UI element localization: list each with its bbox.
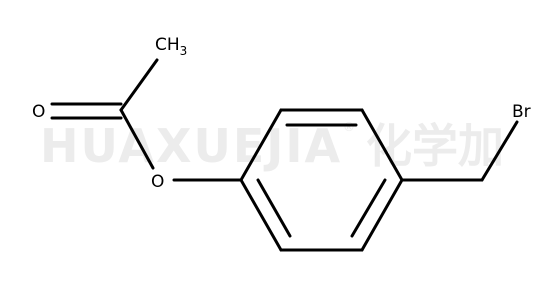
atom-labels: CH3 O O Br bbox=[32, 35, 531, 192]
atom-label-methyl: CH3 bbox=[155, 35, 187, 58]
ring-inner-bond-lower-right bbox=[350, 178, 387, 238]
atom-label-bromine: Br bbox=[512, 102, 531, 122]
watermark-latin: HUAXUEJIA bbox=[40, 119, 342, 173]
ring-bond-6 bbox=[239, 178, 283, 252]
bond-methylene-bromine bbox=[480, 120, 519, 182]
bond-carbonyl-ester-oxygen bbox=[119, 108, 155, 170]
ring-bond-1 bbox=[239, 108, 283, 182]
atom-label-carbonyl-oxygen: O bbox=[32, 102, 45, 122]
bond-methyl-carbonyl bbox=[119, 58, 159, 112]
watermark-registered-mark: ® bbox=[343, 120, 355, 134]
ring-bond-4 bbox=[360, 178, 404, 252]
ring-bond-3 bbox=[360, 108, 404, 182]
ring-inner-bond-lower-left bbox=[256, 178, 292, 238]
watermark-cjk: 化学加 bbox=[366, 119, 504, 173]
watermark: HUAXUEJIA ® 化学加 bbox=[40, 119, 504, 173]
bonds bbox=[50, 58, 519, 252]
atom-label-ester-oxygen: O bbox=[151, 172, 164, 192]
